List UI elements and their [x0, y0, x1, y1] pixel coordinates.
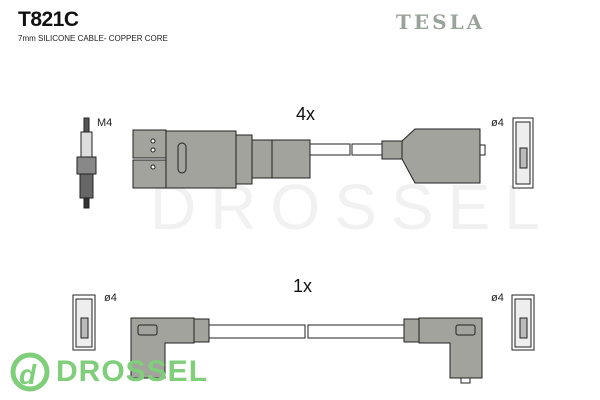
bottom-right-terminal-diameter: ø4	[491, 292, 504, 304]
spark-plug-icon	[76, 117, 97, 209]
brand-logo: TESLA	[396, 10, 486, 34]
drossel-logo: d DROSSEL	[10, 352, 208, 392]
top-quantity: 4x	[296, 104, 316, 124]
bottom-cable	[208, 324, 405, 339]
terminal-icon-top-right	[512, 117, 534, 189]
angled-boot-right	[403, 317, 483, 384]
bottom-quantity: 1x	[293, 276, 313, 296]
plug-thread-label: M4	[97, 117, 113, 129]
svg-text:d: d	[19, 359, 37, 390]
top-terminal-diameter: ø4	[491, 117, 504, 129]
drossel-logo-text: DROSSEL	[56, 355, 209, 388]
drossel-d-icon: d	[10, 352, 50, 392]
terminal-icon-bottom-left	[72, 294, 96, 351]
part-number: T821C	[18, 8, 79, 31]
bottom-left-terminal-diameter: ø4	[104, 292, 117, 304]
cable-description: 7mm SILICONE CABLE- COPPER CORE	[18, 34, 168, 43]
angled-boot-left	[130, 317, 210, 379]
straight-plug-boot	[132, 129, 311, 189]
straight-coil-boot	[381, 128, 486, 184]
terminal-icon-bottom-right	[511, 294, 535, 351]
